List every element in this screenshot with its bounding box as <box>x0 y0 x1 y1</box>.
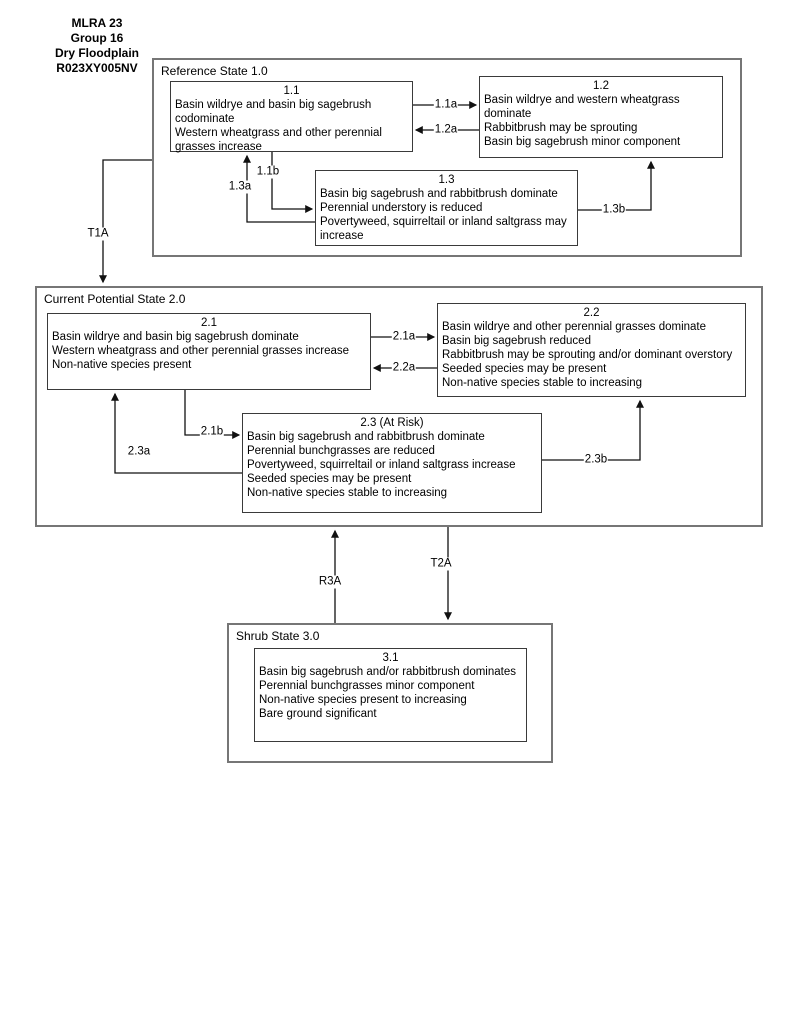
community-box-2-1: 2.1 Basin wildrye and basin big sagebrus… <box>47 313 371 390</box>
community-line: Rabbitbrush may be sprouting and/or domi… <box>442 349 733 361</box>
community-line: Basin big sagebrush and rabbitbrush domi… <box>247 431 485 443</box>
community-box-1-1: 1.1 Basin wildrye and basin big sagebrus… <box>170 81 413 153</box>
title-line-site-id: R023XY005NV <box>56 61 138 75</box>
community-line: Povertyweed, squirreltail or inland salt… <box>320 216 567 242</box>
community-line: Basin big sagebrush reduced <box>442 335 591 347</box>
community-line: Perennial bunchgrasses minor component <box>259 680 475 692</box>
arrow-label-2-3a: 2.3a <box>126 445 152 459</box>
community-line: Rabbitbrush may be sprouting <box>484 122 638 134</box>
community-box-1-2: 1.2 Basin wildrye and western wheatgrass… <box>479 76 723 158</box>
community-line: Basin wildrye and western wheatgrass dom… <box>484 94 680 120</box>
state-label-reference: Reference State 1.0 <box>161 64 268 78</box>
arrow-t1a <box>99 159 152 284</box>
community-line: Seeded species may be present <box>442 363 607 375</box>
arrow-label-2-1b: 2.1b <box>199 425 225 439</box>
community-line: Basin big sagebrush and/or rabbitbrush d… <box>259 666 516 678</box>
community-title-3-1: 3.1 <box>382 652 399 664</box>
arrow-label-2-1a: 2.1a <box>391 330 417 344</box>
community-line: Perennial bunchgrasses are reduced <box>247 445 435 457</box>
arrow-label-1-3b: 1.3b <box>601 203 627 217</box>
community-title-2-3: 2.3 (At Risk) <box>360 417 424 429</box>
community-line: Perennial understory is reduced <box>320 202 483 214</box>
community-line: Non-native species stable to increasing <box>442 377 643 389</box>
community-box-3-1: 3.1 Basin big sagebrush and/or rabbitbru… <box>254 648 527 742</box>
state-box-current-potential: Current Potential State 2.0 2.1 Basin wi… <box>35 286 763 527</box>
community-line: Basin big sagebrush and rabbitbrush domi… <box>320 188 558 200</box>
arrow-label-1-3a: 1.3a <box>227 180 253 194</box>
community-box-1-3: 1.3 Basin big sagebrush and rabbitbrush … <box>315 170 578 246</box>
community-line: Basin wildrye and other perennial grasse… <box>442 321 707 333</box>
community-title-2-1: 2.1 <box>201 317 217 329</box>
community-box-2-2: 2.2 Basin wildrye and other perennial gr… <box>437 303 746 397</box>
community-line: Non-native species present to increasing <box>259 694 467 706</box>
arrow-label-1-1a: 1.1a <box>433 98 459 112</box>
arrow-label-1-2a: 1.2a <box>433 123 459 137</box>
arrow-label-t1a: T1A <box>86 227 110 241</box>
community-line: Basin wildrye and basin big sagebrush co… <box>175 99 372 125</box>
community-line: Basin wildrye and basin big sagebrush do… <box>52 331 299 343</box>
community-title-1-3: 1.3 <box>438 174 455 186</box>
state-label-shrub: Shrub State 3.0 <box>236 629 320 643</box>
title-line-mlra: MLRA 23 <box>71 16 123 30</box>
arrow-label-t2a: T2A <box>429 557 453 571</box>
arrow-label-2-3b: 2.3b <box>583 453 609 467</box>
arrow-label-1-1b: 1.1b <box>255 165 281 179</box>
state-box-reference: Reference State 1.0 1.1 Basin wildrye an… <box>152 58 742 257</box>
title-line-group: Group 16 <box>70 31 124 45</box>
community-line: Non-native species stable to increasing <box>247 487 448 499</box>
diagram-title-block: MLRA 23 Group 16 Dry Floodplain R023XY00… <box>22 16 172 76</box>
community-title-2-2: 2.2 <box>583 307 600 319</box>
community-title-1-1: 1.1 <box>283 85 300 97</box>
community-line: Basin big sagebrush minor component <box>484 136 681 148</box>
title-line-site-name: Dry Floodplain <box>55 46 139 60</box>
community-line: Non-native species present <box>52 359 192 371</box>
community-line: Bare ground significant <box>259 708 377 720</box>
state-box-shrub: Shrub State 3.0 3.1 Basin big sagebrush … <box>227 623 553 763</box>
community-line: Western wheatgrass and other perennial g… <box>52 345 350 357</box>
community-box-2-3: 2.3 (At Risk) Basin big sagebrush and ra… <box>242 413 542 513</box>
community-line: Povertyweed, squirreltail or inland salt… <box>247 459 516 471</box>
state-label-current-potential: Current Potential State 2.0 <box>44 292 186 306</box>
arrow-label-r3a: R3A <box>317 575 343 589</box>
community-line: Western wheatgrass and other perennial g… <box>175 127 382 153</box>
community-line: Seeded species may be present <box>247 473 412 485</box>
community-title-1-2: 1.2 <box>593 80 609 92</box>
arrow-label-2-2a: 2.2a <box>391 361 417 375</box>
